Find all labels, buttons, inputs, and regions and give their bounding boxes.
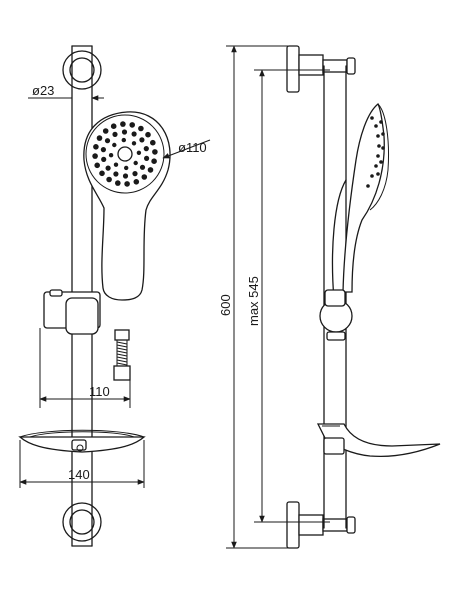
side-nozzle xyxy=(376,134,380,138)
hose-rib xyxy=(116,362,128,366)
dim-soap-dish-width: 140 xyxy=(19,440,145,488)
top-wall-bracket xyxy=(62,50,102,90)
side-nozzle xyxy=(376,154,380,158)
total-height-label: 600 xyxy=(218,294,233,316)
nozzle xyxy=(105,165,111,171)
hose-rib xyxy=(116,341,128,345)
side-nozzle xyxy=(377,144,381,148)
side-nozzle xyxy=(381,132,385,136)
dim-bracket-depth: 110 xyxy=(39,328,131,408)
soap-dish-width-label: 140 xyxy=(68,467,90,482)
hose-ribs xyxy=(116,341,128,366)
rail-diameter-label: ø23 xyxy=(32,83,54,98)
nozzle xyxy=(96,135,103,141)
side-top-bracket xyxy=(286,45,356,93)
dim-total-height: 600 xyxy=(218,45,294,549)
hose-rib xyxy=(116,350,128,354)
nozzle xyxy=(93,144,99,150)
nozzle xyxy=(136,150,142,155)
side-hose xyxy=(331,179,347,301)
hose-rib xyxy=(116,344,128,348)
nozzle xyxy=(92,153,98,159)
nozzle xyxy=(99,170,105,177)
dim-rail-diameter: ø23 xyxy=(28,82,104,104)
front-view: ø23 ø110 110 140 xyxy=(18,45,211,547)
bracket-depth-label: 110 xyxy=(89,384,110,399)
nozzle xyxy=(139,164,146,170)
max-slide-label: max 545 xyxy=(246,276,261,326)
side-nozzle xyxy=(381,146,385,150)
shower-hose xyxy=(113,329,131,381)
nozzle xyxy=(141,174,148,180)
nozzle xyxy=(122,173,129,179)
hose-rib xyxy=(116,347,128,351)
nozzle xyxy=(100,147,106,153)
side-nozzle xyxy=(374,124,378,128)
side-soap-dish xyxy=(316,423,441,458)
nozzle xyxy=(124,165,129,171)
nozzle xyxy=(139,137,145,143)
nozzle xyxy=(101,156,107,162)
shower-nozzles xyxy=(92,121,158,187)
nozzle xyxy=(112,131,118,137)
nozzle xyxy=(147,167,154,173)
side-nozzle xyxy=(376,172,380,176)
dim-max-slide: max 545 xyxy=(246,69,330,523)
nozzle xyxy=(132,171,138,177)
side-nozzles xyxy=(366,116,385,188)
nozzle xyxy=(124,181,130,187)
nozzle xyxy=(115,180,121,186)
nozzle xyxy=(120,121,126,127)
head-diameter-label: ø110 xyxy=(178,140,207,155)
side-nozzle xyxy=(379,120,383,124)
side-bottom-bracket xyxy=(286,501,356,549)
nozzle xyxy=(131,131,137,137)
bottom-wall-bracket xyxy=(62,502,102,542)
nozzle xyxy=(152,149,158,155)
nozzle xyxy=(106,176,112,183)
nozzle xyxy=(104,138,111,144)
side-nozzle xyxy=(374,164,378,168)
nozzle xyxy=(113,171,119,177)
nozzle xyxy=(151,158,157,164)
side-hand-shower xyxy=(342,102,389,293)
hose-rib xyxy=(116,353,128,357)
dim-head-diameter: ø110 xyxy=(162,139,211,159)
hand-shower xyxy=(83,111,171,301)
slider-holder xyxy=(43,289,101,335)
nozzle xyxy=(144,155,150,161)
side-nozzle xyxy=(370,116,374,120)
nozzle xyxy=(113,162,119,167)
hose-rib xyxy=(116,356,128,360)
side-slider xyxy=(319,289,353,341)
nozzle xyxy=(102,128,109,134)
nozzle xyxy=(112,142,117,148)
nozzle xyxy=(133,160,138,166)
nozzle xyxy=(121,129,128,135)
side-nozzle xyxy=(370,174,374,178)
nozzle xyxy=(94,162,100,169)
nozzle xyxy=(121,137,127,143)
nozzle xyxy=(150,139,156,146)
nozzle xyxy=(129,122,135,128)
side-view: 600 max 545 xyxy=(218,45,441,549)
nozzle xyxy=(145,131,151,138)
nozzle xyxy=(110,123,117,129)
nozzle xyxy=(133,179,140,185)
side-nozzle xyxy=(379,160,383,164)
nozzle xyxy=(138,125,144,132)
soap-dish xyxy=(18,429,146,453)
nozzle xyxy=(108,153,114,158)
nozzle xyxy=(131,141,137,146)
side-nozzle xyxy=(366,184,370,188)
nozzle xyxy=(143,146,149,152)
hose-rib xyxy=(116,359,128,363)
